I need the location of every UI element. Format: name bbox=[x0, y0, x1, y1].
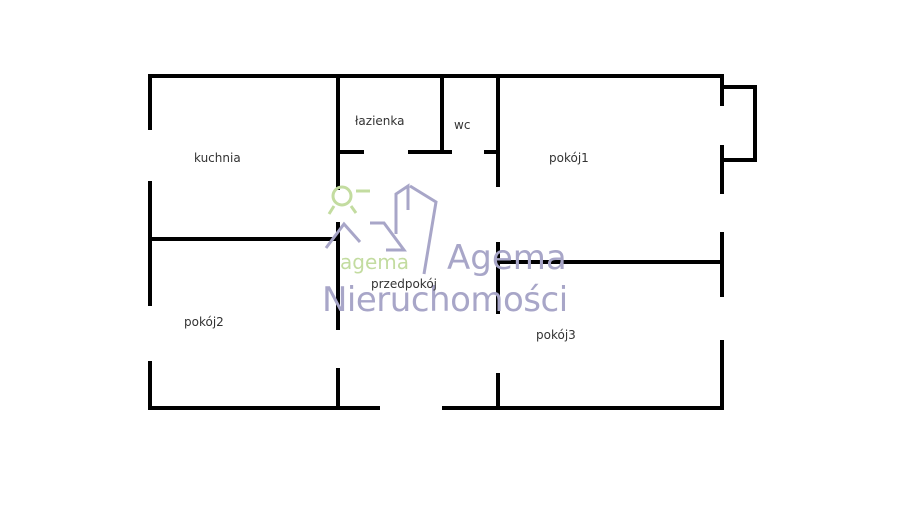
wall-pokoj3-west-upper bbox=[496, 242, 500, 314]
wall-pokoj1-west bbox=[496, 74, 500, 187]
wall-wc-south bbox=[484, 150, 498, 154]
wall-pokoj1-pokoj3 bbox=[496, 260, 724, 264]
wall-right-middle bbox=[720, 145, 724, 194]
room-label-lazienka: łazienka bbox=[355, 114, 405, 128]
wall-left-upper bbox=[148, 74, 152, 130]
balcony-top bbox=[720, 85, 757, 89]
wall-lazienka-south-right bbox=[408, 150, 452, 154]
room-label-kuchnia: kuchnia bbox=[194, 151, 241, 165]
wall-top bbox=[148, 74, 724, 78]
room-label-pokoj3: pokój3 bbox=[536, 328, 576, 342]
wall-left-middle bbox=[148, 181, 152, 306]
wall-lazienka-south-left bbox=[336, 150, 364, 154]
balcony-side bbox=[753, 85, 757, 162]
wall-hall-west bbox=[336, 222, 340, 330]
watermark-brand-nieruchomosci: Nieruchomości bbox=[322, 280, 568, 320]
watermark-brand-agema: Agema bbox=[447, 238, 567, 278]
wall-right-lower bbox=[720, 232, 724, 297]
wall-bottom-left bbox=[148, 406, 380, 410]
wall-right-top bbox=[720, 74, 724, 106]
wall-kuchnia-pokoj2 bbox=[148, 237, 338, 241]
wall-lazienka-wc bbox=[440, 74, 444, 154]
watermark-logo-text: agema bbox=[340, 250, 409, 274]
wall-kuchnia-east bbox=[336, 74, 340, 190]
balcony-bottom bbox=[720, 158, 757, 162]
room-label-wc: wc bbox=[454, 118, 471, 132]
wall-bottom-right bbox=[442, 406, 724, 410]
room-label-przedpokoj: przedpokój bbox=[371, 277, 438, 291]
room-label-pokoj2: pokój2 bbox=[184, 315, 224, 329]
wall-hall-west-lower bbox=[336, 368, 340, 410]
wall-right-bottom bbox=[720, 340, 724, 410]
room-label-pokoj1: pokój1 bbox=[549, 151, 589, 165]
wall-left-lower bbox=[148, 361, 152, 410]
wall-pokoj3-west-lower bbox=[496, 373, 500, 410]
